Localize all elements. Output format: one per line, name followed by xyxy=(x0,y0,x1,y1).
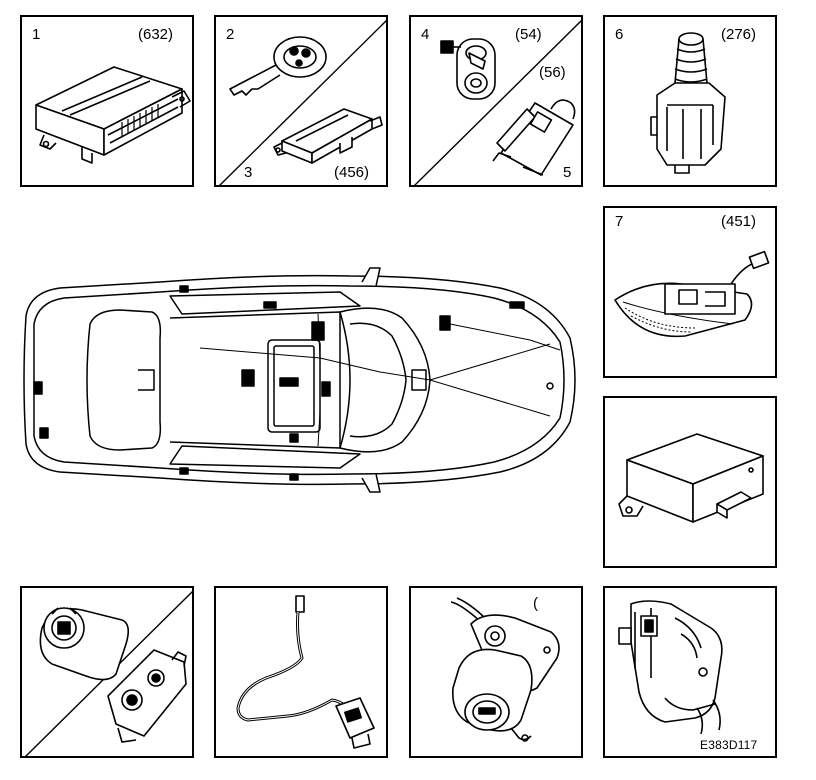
door-lock-drawing xyxy=(618,600,723,735)
lock-switch-housing-drawing xyxy=(107,649,187,743)
control-module-drawing xyxy=(35,66,191,164)
component-reference: (451) xyxy=(721,213,757,230)
roof-console-drawing xyxy=(614,250,770,338)
key-drawing xyxy=(229,36,327,96)
connector-drawing xyxy=(492,99,576,176)
sensor-cable-drawing xyxy=(236,595,375,749)
component-panel-1: 1 (632) xyxy=(20,15,194,187)
component-panel-4-5: 4 (54) (56) 5 xyxy=(409,15,583,187)
ignition-lock-drawing xyxy=(450,597,560,742)
alarm-module-drawing xyxy=(618,433,764,523)
component-panel-10 xyxy=(214,586,388,758)
lock-cylinder-drawing xyxy=(39,607,130,681)
component-reference: (54) xyxy=(515,26,542,43)
car-plan-view-drawing xyxy=(23,267,576,493)
diagonal-divider xyxy=(414,19,581,185)
component-panel-8 xyxy=(603,396,777,568)
component-mark: ( xyxy=(533,595,538,612)
component-panel-6: 6 (276) xyxy=(603,15,777,187)
actuator-drawing xyxy=(650,32,726,174)
component-number: 7 xyxy=(615,213,624,230)
component-reference: (276) xyxy=(721,26,757,43)
component-panel-7: 7 (451) xyxy=(603,206,777,378)
component-panel-11: ( xyxy=(409,586,583,758)
component-reference: (56) xyxy=(539,64,566,81)
component-reference: (632) xyxy=(138,26,174,43)
component-number: 1 xyxy=(32,26,41,43)
transponder-module-drawing xyxy=(273,108,383,164)
component-number: 3 xyxy=(244,164,253,181)
component-panel-12 xyxy=(603,586,777,758)
component-number: 5 xyxy=(563,164,572,181)
diagonal-divider xyxy=(219,19,386,185)
component-number: 2 xyxy=(226,26,235,43)
component-number: 4 xyxy=(421,26,430,43)
lock-switch-drawing xyxy=(440,38,496,100)
component-reference: (456) xyxy=(334,164,370,181)
component-number: 6 xyxy=(615,26,624,43)
component-panel-9 xyxy=(20,586,194,758)
drawing-code: E383D117 xyxy=(700,738,758,752)
component-panel-2-3: 2 3 (456) xyxy=(214,15,388,187)
